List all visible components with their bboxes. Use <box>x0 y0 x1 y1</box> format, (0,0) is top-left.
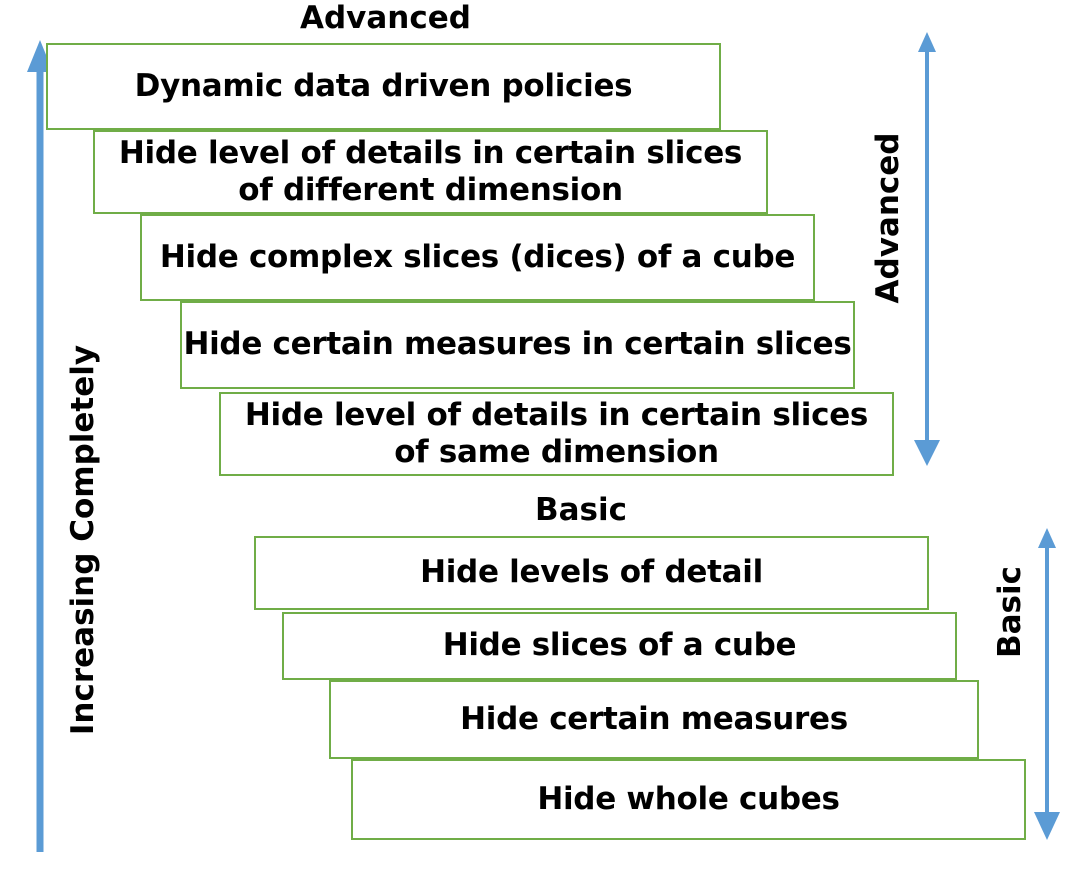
advanced-range-arrow <box>914 32 940 466</box>
basic-range-arrow <box>1034 528 1060 840</box>
basic-heading: Basic <box>535 492 628 528</box>
box-dynamic-policies: Dynamic data driven policies <box>46 43 721 130</box>
advanced-side-label: Advanced <box>870 132 906 304</box>
box-hide-complex-slices: Hide complex slices (dices) of a cube <box>140 214 815 301</box>
box-hide-lod-different-dimension: Hide level of details in certain slices … <box>93 130 768 214</box>
basic-side-label: Basic <box>992 565 1028 659</box>
increasing-arrow <box>27 40 53 852</box>
advanced-heading: Advanced <box>300 0 471 36</box>
increasing-completely-label: Increasing Completely <box>65 344 101 736</box>
box-hide-certain-measures: Hide certain measures <box>329 680 979 759</box>
box-hide-lod-same-dimension: Hide level of details in certain slices … <box>219 392 894 476</box>
box-hide-levels-of-detail: Hide levels of detail <box>254 536 929 610</box>
box-hide-measures-in-slices: Hide certain measures in certain slices <box>180 301 855 389</box>
box-hide-slices-of-cube: Hide slices of a cube <box>282 612 957 680</box>
box-hide-whole-cubes: Hide whole cubes <box>351 759 1026 840</box>
